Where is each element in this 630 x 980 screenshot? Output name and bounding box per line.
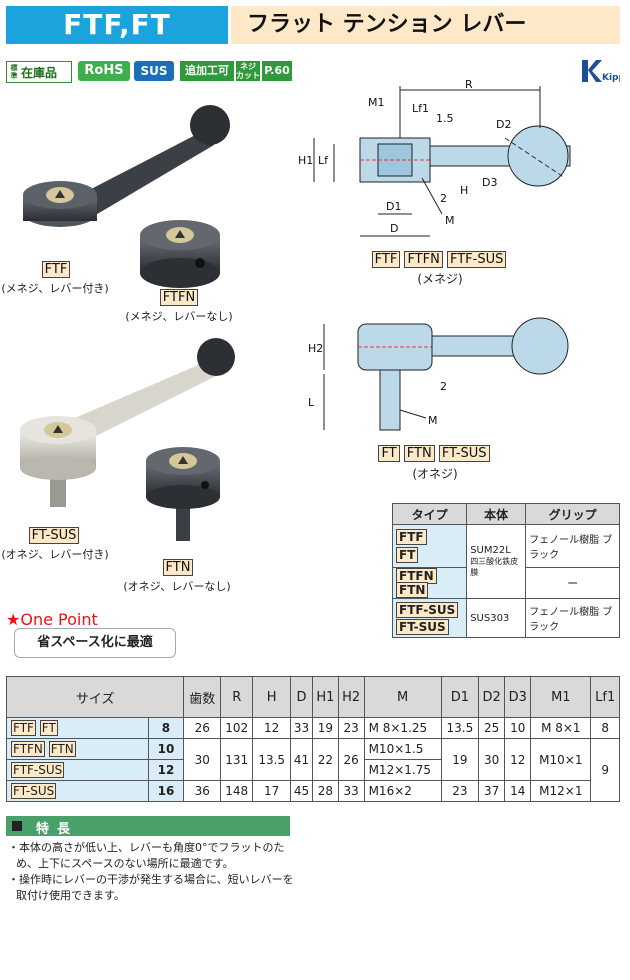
stock-label: 在庫品 (21, 65, 58, 80)
features-heading-bar: 特長 (6, 816, 290, 837)
label-m-bottom: M (428, 414, 438, 427)
body-header: 本体 (466, 503, 527, 525)
col-h2: H2 (337, 676, 365, 718)
grip-3: フェノール樹脂 ブラック (525, 598, 620, 638)
col-m: M (363, 676, 442, 718)
one-point-text: 省スペース化に最適 (14, 628, 176, 658)
top-drawing-caption: (メネジ) (417, 272, 463, 286)
one-point: ★One Point 省スペース化に最適 (6, 610, 176, 658)
label-2-bottom: 2 (440, 380, 447, 393)
label-m1: M1 (368, 96, 385, 109)
col-teeth: 歯数 (183, 676, 222, 718)
product-title: フラット テンション レバー (231, 6, 620, 44)
label-r: R (465, 78, 473, 91)
ftfn-photo (140, 220, 220, 288)
female-thread-drawing: R M1 Lf1 1.5 D2 H1 Lf 2 H D3 D1 D M (298, 78, 571, 237)
features-heading: 特長 (36, 822, 79, 837)
ft-sus-photo (20, 338, 235, 507)
grip-header: グリップ (525, 503, 620, 525)
label-2: 2 (440, 192, 447, 205)
male-thread-drawing: H2 2 L M (308, 317, 569, 431)
col-r: R (220, 676, 254, 718)
desc-ftfn: (メネジ、レバーなし) (125, 310, 233, 323)
col-h: H (252, 676, 291, 718)
dimension-table: サイズ 歯数 R H D H1 H2 M D1 D2 D3 M1 Lf1 FTF… (5, 676, 620, 802)
series-title: FTF,FT (6, 6, 228, 44)
col-d2: D2 (478, 676, 506, 718)
label-ft-sus: FT-SUS (24, 527, 84, 544)
feature-item: ・操作時にレバーの干渉が発生する場合に、短いレバーを取付け使用できます。 (8, 873, 294, 902)
bottom-drawing-codes: FT FTN FT-SUS (372, 445, 496, 462)
brand-label: Kipp (602, 73, 620, 83)
rohs-badge: RoHS (78, 61, 130, 81)
product-illustrations (20, 105, 235, 541)
grip-1: フェノール樹脂 ブラック (525, 524, 620, 568)
table-row: FTF FT 8 26 102 12 33 19 23 M 8×1.25 13.… (6, 717, 620, 739)
col-d: D (289, 676, 313, 718)
label-ftfn: FTFN (154, 289, 204, 306)
thread-cut-badge: ネジ カット (236, 61, 260, 81)
label-ftn: FTN (156, 559, 200, 576)
table-row: FTFN FTN 10 30 131 13.5 41 22 26 M10×1.5… (6, 738, 620, 802)
one-point-heading: ★One Point (6, 610, 98, 629)
kipp-logo: Kipp (580, 58, 626, 84)
col-d1: D1 (440, 676, 480, 718)
bottom-drawing-caption: (オネジ) (412, 467, 458, 481)
label-d: D (390, 222, 398, 235)
label-l: L (308, 396, 315, 409)
stock-small-label: 標準 (10, 64, 18, 80)
label-h: H (460, 184, 468, 197)
label-1-5: 1.5 (436, 112, 454, 125)
page-ref-badge: P.60 (262, 61, 292, 81)
type-header: タイプ (391, 503, 468, 525)
label-m: M (445, 214, 455, 227)
desc-ftf: (メネジ、レバー付き) (1, 282, 109, 295)
ftn-photo (146, 447, 220, 541)
col-lf1: Lf1 (590, 676, 620, 718)
ftf-photo (23, 105, 230, 227)
label-lf1: Lf1 (412, 102, 429, 115)
additional-machining-badge: 追加工可 (180, 61, 234, 81)
label-d1: D1 (386, 200, 401, 213)
col-m1: M1 (530, 676, 592, 718)
label-lf: Lf (318, 154, 329, 167)
label-ftf: FTF (36, 261, 76, 278)
label-d3: D3 (482, 176, 497, 189)
top-drawing-codes: FTF FTFN FTF-SUS (364, 251, 514, 268)
col-h1: H1 (311, 676, 339, 718)
col-size: サイズ (5, 676, 185, 718)
features-list: ・本体の高さが低い上、レバーも角度0°でフラットのため、上下にスペースのない場所… (8, 840, 298, 904)
col-d3: D3 (504, 676, 532, 718)
sus-badge: SUS (134, 61, 174, 81)
kipp-logo-icon: Kipp (582, 60, 626, 83)
stock-badge: 標準 在庫品 (6, 61, 72, 83)
grip-none: ー (525, 567, 620, 599)
desc-ftn: (オネジ、レバーなし) (123, 580, 231, 593)
label-h2: H2 (308, 342, 323, 355)
bullet-square-icon (12, 821, 22, 831)
table-row: FT-SUS 16 36 148 17 45 28 33 M16×2 23 37… (6, 780, 620, 802)
label-h1: H1 (298, 154, 313, 167)
feature-item: ・本体の高さが低い上、レバーも角度0°でフラットのため、上下にスペースのない場所… (8, 841, 285, 870)
desc-ft-sus: (オネジ、レバー付き) (1, 548, 109, 561)
label-d2: D2 (496, 118, 511, 131)
body-sus: SUS303 (466, 598, 527, 638)
